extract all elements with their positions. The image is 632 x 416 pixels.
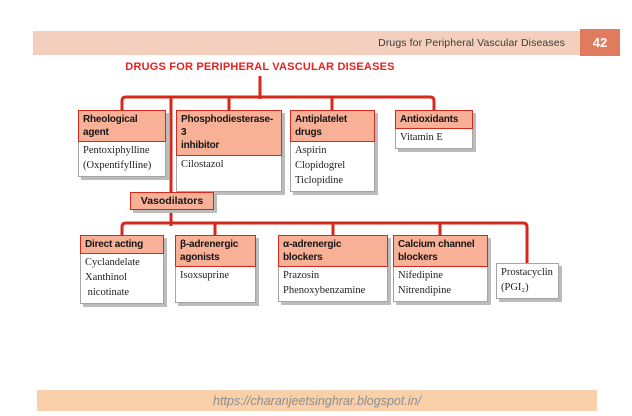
vasodilators-box: Vasodilators [130, 192, 214, 210]
class-header: Antioxidants [395, 110, 473, 130]
drug-list: Prostacyclin (PGI₂) [496, 263, 559, 299]
header-bar: Drugs for Peripheral Vascular Diseases [33, 31, 620, 55]
class-header: α-adrenergic blockers [278, 235, 388, 268]
drug-list: Vitamin E [395, 129, 473, 150]
class-header: Rheological agent [78, 110, 166, 143]
footer-bar: https://charanjeetsinghrar.blogspot.in/ [37, 390, 597, 411]
drug-list: Pentoxiphylline (Oxpentifylline) [78, 142, 166, 178]
class-header: Calcium channel blockers [393, 235, 488, 268]
drug-class-box-prostacyclin: Prostacyclin (PGI₂) [496, 263, 559, 299]
drug-list: Nifedipine Nitrendipine [393, 267, 488, 303]
drug-class-box-alpha-adrenergic: α-adrenergic blockers Prazosin Phenoxybe… [278, 235, 388, 303]
page-number-badge: 42 [580, 29, 620, 56]
drug-list: Cilostazol [176, 155, 282, 192]
drug-class-box-antiplatelet: Antiplatelet drugs Aspirin Clopidogrel T… [290, 110, 375, 193]
drug-class-box-phosphodiesterase: Phosphodiesterase-3 inhibitor Cilostazol [176, 110, 282, 192]
drug-class-box-rheological: Rheological agent Pentoxiphylline (Oxpen… [78, 110, 166, 178]
drug-class-box-direct-acting: Direct acting Cyclandelate Xanthinol nic… [80, 235, 164, 304]
drug-class-box-beta-adrenergic: β-adrenergic agonists Isoxsuprine [175, 235, 256, 304]
class-header: β-adrenergic agonists [175, 235, 256, 268]
class-header: Phosphodiesterase-3 inhibitor [176, 110, 282, 156]
drug-list: Aspirin Clopidogrel Ticlopidine [290, 142, 375, 193]
class-header: Antiplatelet drugs [290, 110, 375, 143]
drug-list: Isoxsuprine [175, 267, 256, 304]
drug-list: Cyclandelate Xanthinol nicotinate [80, 254, 164, 304]
class-header: Direct acting [80, 235, 164, 255]
drug-list: Prazosin Phenoxybenzamine [278, 267, 388, 303]
drug-class-box-antioxidants: Antioxidants Vitamin E [395, 110, 473, 150]
header-bar-title: Drugs for Peripheral Vascular Diseases [378, 37, 565, 49]
drug-class-box-calcium-channel: Calcium channel blockers Nifedipine Nitr… [393, 235, 488, 303]
footer-url: https://charanjeetsinghrar.blogspot.in/ [213, 393, 421, 408]
diagram-title: DRUGS FOR PERIPHERAL VASCULAR DISEASES [125, 61, 395, 73]
